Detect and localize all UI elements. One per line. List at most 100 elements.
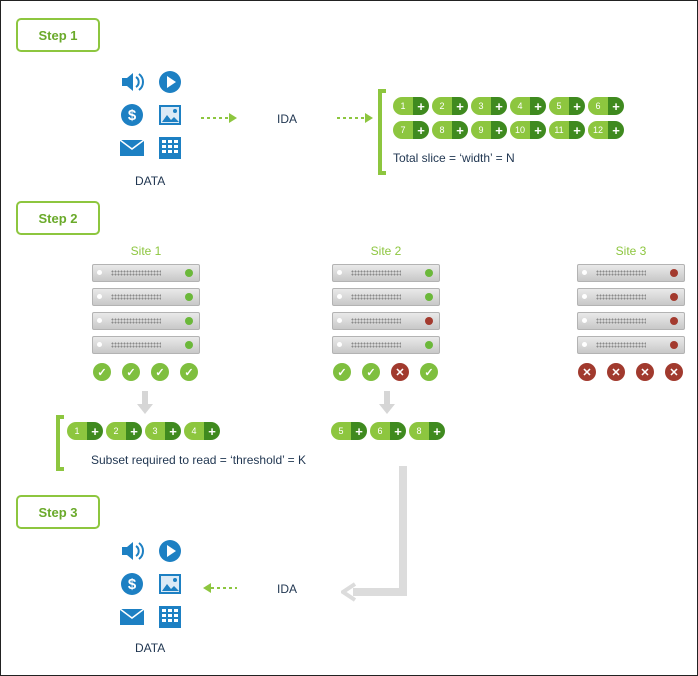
mail-icon bbox=[119, 604, 145, 630]
dollar-icon: $ bbox=[119, 102, 145, 128]
arrow-site2-down bbox=[379, 391, 395, 414]
slice-pill: 5+ bbox=[549, 97, 585, 115]
plus-icon: + bbox=[126, 422, 142, 440]
server-grill bbox=[351, 342, 401, 348]
check-icon: ✓ bbox=[333, 363, 351, 381]
server-grill bbox=[596, 342, 646, 348]
status-led bbox=[425, 293, 433, 301]
power-dot bbox=[97, 342, 102, 347]
plus-icon: + bbox=[530, 97, 546, 115]
step-1-label: Step 1 bbox=[16, 18, 100, 52]
status-led bbox=[185, 341, 193, 349]
slice-number: 6 bbox=[588, 97, 608, 115]
threshold-text: Subset required to read = ‘threshold’ = … bbox=[91, 453, 307, 467]
ida-label-bottom: IDA bbox=[277, 582, 298, 596]
plus-icon: + bbox=[608, 97, 624, 115]
server-grill bbox=[111, 294, 161, 300]
slice-number: 7 bbox=[393, 121, 413, 139]
slice-number: 9 bbox=[471, 121, 491, 139]
cross-icon: ✕ bbox=[578, 363, 596, 381]
plus-icon: + bbox=[204, 422, 220, 440]
cross-icon: ✕ bbox=[607, 363, 625, 381]
slice-number: 12 bbox=[588, 121, 608, 139]
server-unit bbox=[92, 336, 200, 354]
plus-icon: + bbox=[569, 97, 585, 115]
power-dot bbox=[337, 318, 342, 323]
slice-number: 5 bbox=[331, 422, 351, 440]
server-unit bbox=[577, 264, 685, 282]
site-1-label: Site 1 bbox=[130, 244, 162, 258]
arrow-subset-to-ida bbox=[341, 466, 407, 602]
slice-pill: 5+ bbox=[331, 422, 367, 440]
slice-pill: 4+ bbox=[510, 97, 546, 115]
status-led bbox=[425, 269, 433, 277]
total-slice-text: Total slice = ‘width’ = N bbox=[393, 151, 515, 165]
check-icon: ✓ bbox=[180, 363, 198, 381]
slice-pill: 1+ bbox=[393, 97, 429, 115]
power-dot bbox=[97, 294, 102, 299]
check-icon: ✓ bbox=[420, 363, 438, 381]
power-dot bbox=[582, 342, 587, 347]
plus-icon: + bbox=[165, 422, 181, 440]
slice-pill: 11+ bbox=[549, 121, 585, 139]
server-grill bbox=[351, 318, 401, 324]
slice-pill: 10+ bbox=[510, 121, 546, 139]
plus-icon: + bbox=[452, 121, 468, 139]
slice-pill: 2+ bbox=[432, 97, 468, 115]
cross-icon: ✕ bbox=[636, 363, 654, 381]
arrow-ida-to-data bbox=[203, 583, 237, 593]
svg-text:$: $ bbox=[128, 107, 137, 124]
slice-pill: 6+ bbox=[370, 422, 406, 440]
site-3-label: Site 3 bbox=[615, 244, 647, 258]
spreadsheet-icon bbox=[157, 604, 183, 630]
check-icon: ✓ bbox=[362, 363, 380, 381]
server-grill bbox=[111, 342, 161, 348]
power-dot bbox=[582, 318, 587, 323]
slice-number: 6 bbox=[370, 422, 390, 440]
server-unit bbox=[332, 336, 440, 354]
plus-icon: + bbox=[351, 422, 367, 440]
spreadsheet-icon bbox=[157, 135, 183, 161]
slice-pill: 8+ bbox=[432, 121, 468, 139]
server-unit bbox=[332, 264, 440, 282]
arrow-ida-to-slices bbox=[337, 113, 373, 123]
server-unit bbox=[577, 288, 685, 306]
slice-number: 1 bbox=[67, 422, 87, 440]
server-unit bbox=[332, 288, 440, 306]
server-grill bbox=[111, 270, 161, 276]
power-dot bbox=[337, 270, 342, 275]
server-grill bbox=[111, 318, 161, 324]
slice-pill: 9+ bbox=[471, 121, 507, 139]
slice-pill: 1+ bbox=[67, 422, 103, 440]
arrow-data-to-ida bbox=[201, 113, 237, 123]
slices-bracket bbox=[378, 89, 386, 175]
power-dot bbox=[97, 318, 102, 323]
plus-icon: + bbox=[569, 121, 585, 139]
power-dot bbox=[97, 270, 102, 275]
status-led bbox=[185, 293, 193, 301]
slice-pill: 4+ bbox=[184, 422, 220, 440]
slice-number: 10 bbox=[510, 121, 530, 139]
subset-bracket bbox=[56, 415, 64, 471]
status-led bbox=[670, 341, 678, 349]
slice-pill: 7+ bbox=[393, 121, 429, 139]
slice-pill: 3+ bbox=[471, 97, 507, 115]
slice-number: 2 bbox=[432, 97, 452, 115]
ida-label-top: IDA bbox=[277, 112, 298, 126]
slice-pill: 2+ bbox=[106, 422, 142, 440]
slice-number: 5 bbox=[549, 97, 569, 115]
mail-icon bbox=[119, 135, 145, 161]
data-label-top: DATA bbox=[135, 174, 166, 188]
cross-icon: ✕ bbox=[665, 363, 683, 381]
slice-number: 3 bbox=[471, 97, 491, 115]
slice-pill: 12+ bbox=[588, 121, 624, 139]
status-led bbox=[185, 317, 193, 325]
slice-number: 3 bbox=[145, 422, 165, 440]
image-icon bbox=[157, 571, 183, 597]
power-dot bbox=[337, 294, 342, 299]
status-led bbox=[425, 317, 433, 325]
speaker-icon bbox=[119, 69, 145, 95]
server-grill bbox=[596, 318, 646, 324]
plus-icon: + bbox=[413, 97, 429, 115]
